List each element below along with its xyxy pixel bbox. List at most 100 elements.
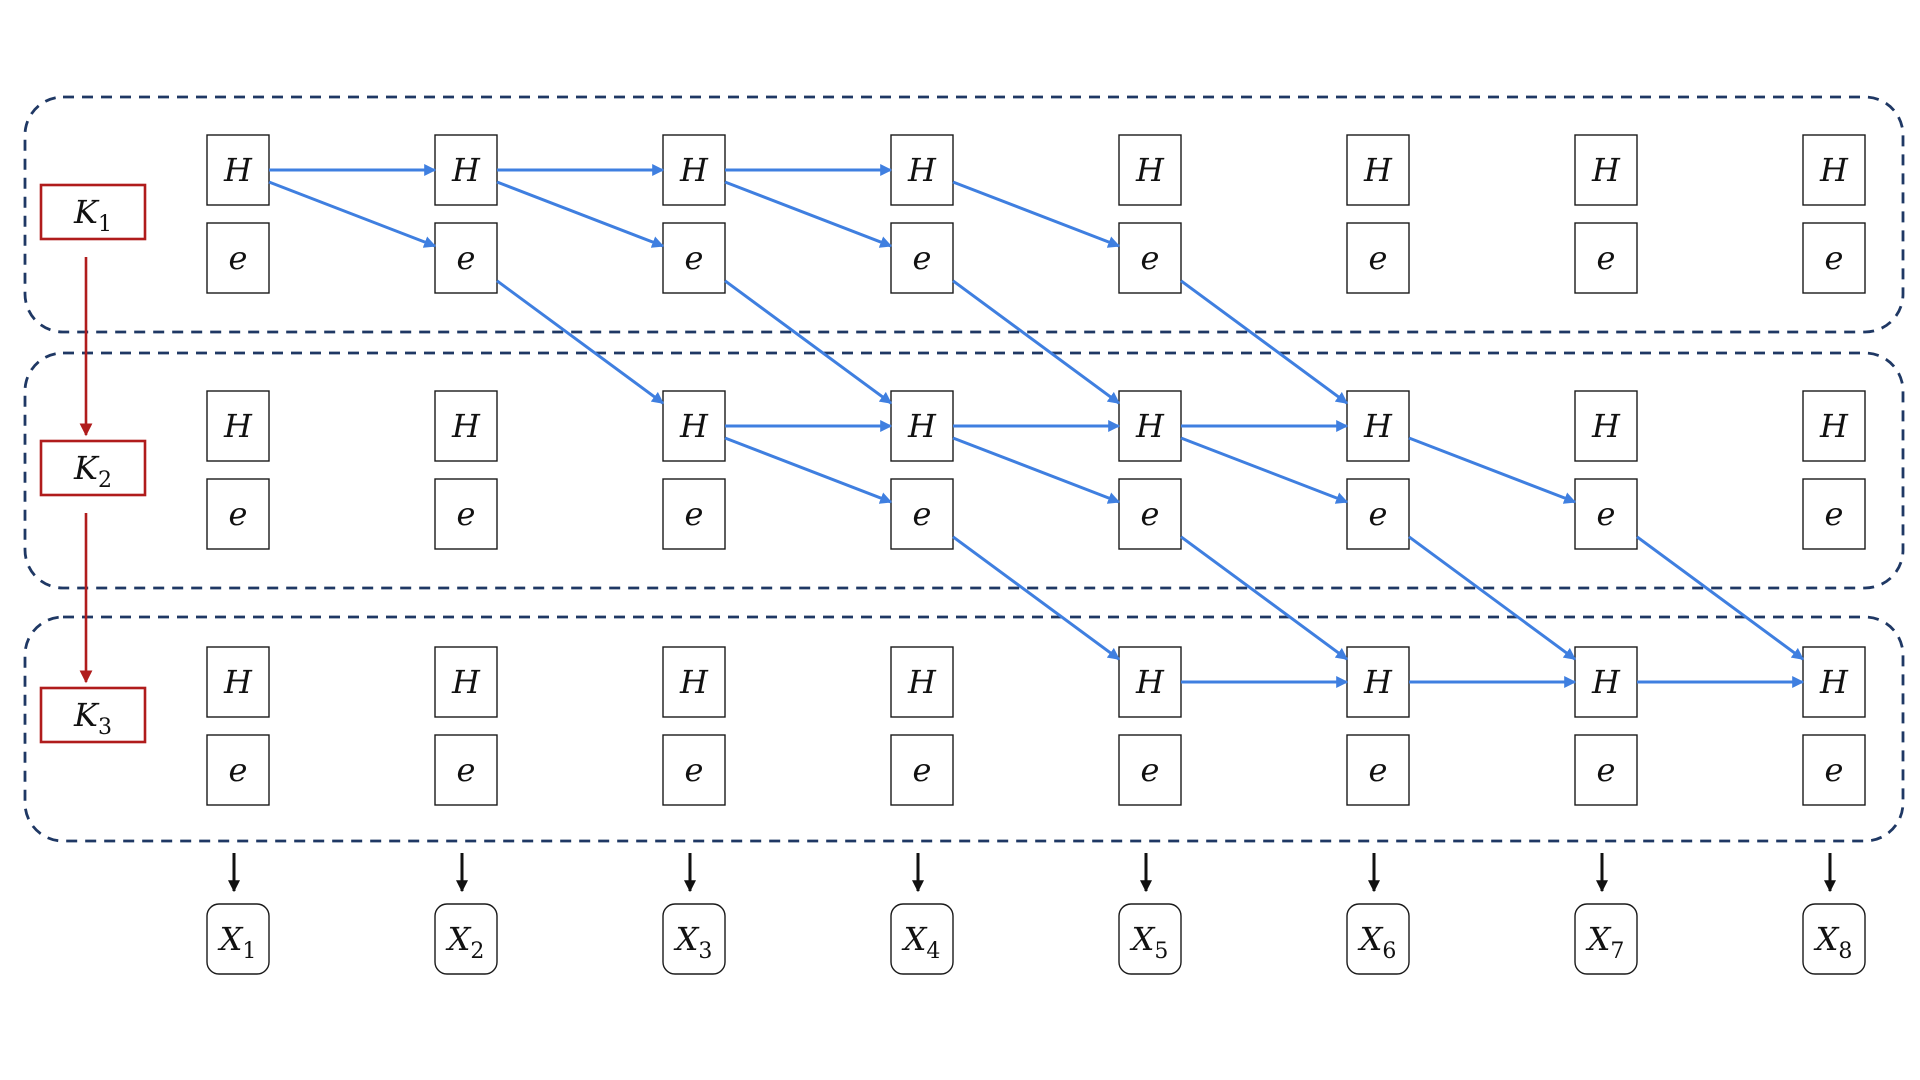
hidden-node-k3-t8: H <box>1802 646 1866 718</box>
emission-node-k1-t1: e <box>206 222 270 294</box>
node-label: e <box>229 239 248 277</box>
node-label: e <box>1597 751 1616 789</box>
node-label: H <box>1591 151 1621 189</box>
emission-node-k1-t4: e <box>890 222 954 294</box>
output-label-text: X2 <box>445 920 485 964</box>
node-label: e <box>457 751 476 789</box>
node-box <box>206 222 270 294</box>
node-box <box>434 478 498 550</box>
transition-edge-6 <box>724 180 893 248</box>
node-label: H <box>1591 407 1621 445</box>
emission-node-k1-t2: e <box>434 222 498 294</box>
transition-edge-2 <box>268 180 437 248</box>
node-label: e <box>1141 495 1160 533</box>
node-label: H <box>451 663 481 701</box>
node-label: H <box>223 151 253 189</box>
node-box <box>1118 222 1182 294</box>
node-box <box>1574 390 1638 462</box>
hidden-node-k1-t4: H <box>890 134 954 206</box>
emission-node-k3-t6: e <box>1346 734 1410 806</box>
output-label-text: X4 <box>901 920 941 964</box>
output-label-text: X3 <box>673 920 713 964</box>
emission-node-k2-t8: e <box>1802 478 1866 550</box>
output-box <box>662 903 726 975</box>
node-label: H <box>1819 407 1849 445</box>
node-box <box>434 222 498 294</box>
hidden-node-k3-t2: H <box>434 646 498 718</box>
emission-node-k1-t3: e <box>662 222 726 294</box>
node-box <box>890 646 954 718</box>
node-label: e <box>685 751 704 789</box>
state-nodes: HeHeHeHeHeHeHeHeHeHeHeHeHeHeHeHeHeHeHeHe… <box>206 134 1866 806</box>
transition-edge-19 <box>952 535 1120 661</box>
node-box <box>890 222 954 294</box>
transition-edges <box>268 164 1805 688</box>
node-label: H <box>679 663 709 701</box>
node-box <box>662 646 726 718</box>
node-box <box>1346 646 1410 718</box>
output-label-text: X8 <box>1813 920 1853 964</box>
group-label-text: K1 <box>73 193 112 237</box>
node-label: H <box>679 407 709 445</box>
group-band-2 <box>23 351 1905 590</box>
node-box <box>662 390 726 462</box>
hidden-node-k3-t3: H <box>662 646 726 718</box>
node-box <box>1802 390 1866 462</box>
node-label: e <box>1825 495 1844 533</box>
emission-node-k1-t6: e <box>1346 222 1410 294</box>
node-box <box>206 478 270 550</box>
hidden-node-k3-t1: H <box>206 646 270 718</box>
node-box <box>1802 478 1866 550</box>
node-box <box>1574 734 1638 806</box>
hidden-node-k1-t7: H <box>1574 134 1638 206</box>
transition-edge-9 <box>724 279 892 405</box>
node-box <box>1346 478 1410 550</box>
hidden-node-k1-t2: H <box>434 134 498 206</box>
node-label: H <box>1135 407 1165 445</box>
transition-edge-4 <box>496 180 665 248</box>
node-box <box>1346 134 1410 206</box>
node-label: H <box>1363 407 1393 445</box>
hidden-node-k3-t6: H <box>1346 646 1410 718</box>
transition-edge-13 <box>724 436 893 504</box>
emission-node-k3-t8: e <box>1802 734 1866 806</box>
group-label-box <box>39 439 147 497</box>
node-label: H <box>1363 151 1393 189</box>
output-box <box>1346 903 1410 975</box>
node-box <box>1574 134 1638 206</box>
node-label: e <box>913 239 932 277</box>
group-label-k2: K2 <box>39 439 147 497</box>
output-box <box>1802 903 1866 975</box>
node-box <box>1346 390 1410 462</box>
hidden-node-k2-t1: H <box>206 390 270 462</box>
node-box <box>1574 222 1638 294</box>
hidden-node-k2-t7: H <box>1574 390 1638 462</box>
node-label: e <box>913 751 932 789</box>
group-band-1 <box>23 95 1905 334</box>
node-label: e <box>229 495 248 533</box>
hidden-node-k2-t5: H <box>1118 390 1182 462</box>
transition-edge-22 <box>1636 535 1804 661</box>
node-label: H <box>1819 151 1849 189</box>
node-box <box>1118 390 1182 462</box>
hidden-node-k3-t5: H <box>1118 646 1182 718</box>
node-label: H <box>451 407 481 445</box>
node-label: H <box>223 407 253 445</box>
emission-node-k3-t5: e <box>1118 734 1182 806</box>
emission-node-k3-t4: e <box>890 734 954 806</box>
emission-node-k2-t6: e <box>1346 478 1410 550</box>
transition-edge-11 <box>1180 279 1348 405</box>
node-box <box>1802 734 1866 806</box>
output-node-x8: X8 <box>1802 903 1866 975</box>
node-label: H <box>1819 663 1849 701</box>
node-box <box>1118 134 1182 206</box>
node-box <box>1802 222 1866 294</box>
transition-edge-18 <box>1408 436 1577 504</box>
node-box <box>434 646 498 718</box>
transition-edge-10 <box>952 279 1120 405</box>
output-box <box>1574 903 1638 975</box>
output-node-x4: X4 <box>890 903 954 975</box>
node-label: e <box>457 239 476 277</box>
group-label-box <box>39 686 147 744</box>
hidden-node-k3-t4: H <box>890 646 954 718</box>
